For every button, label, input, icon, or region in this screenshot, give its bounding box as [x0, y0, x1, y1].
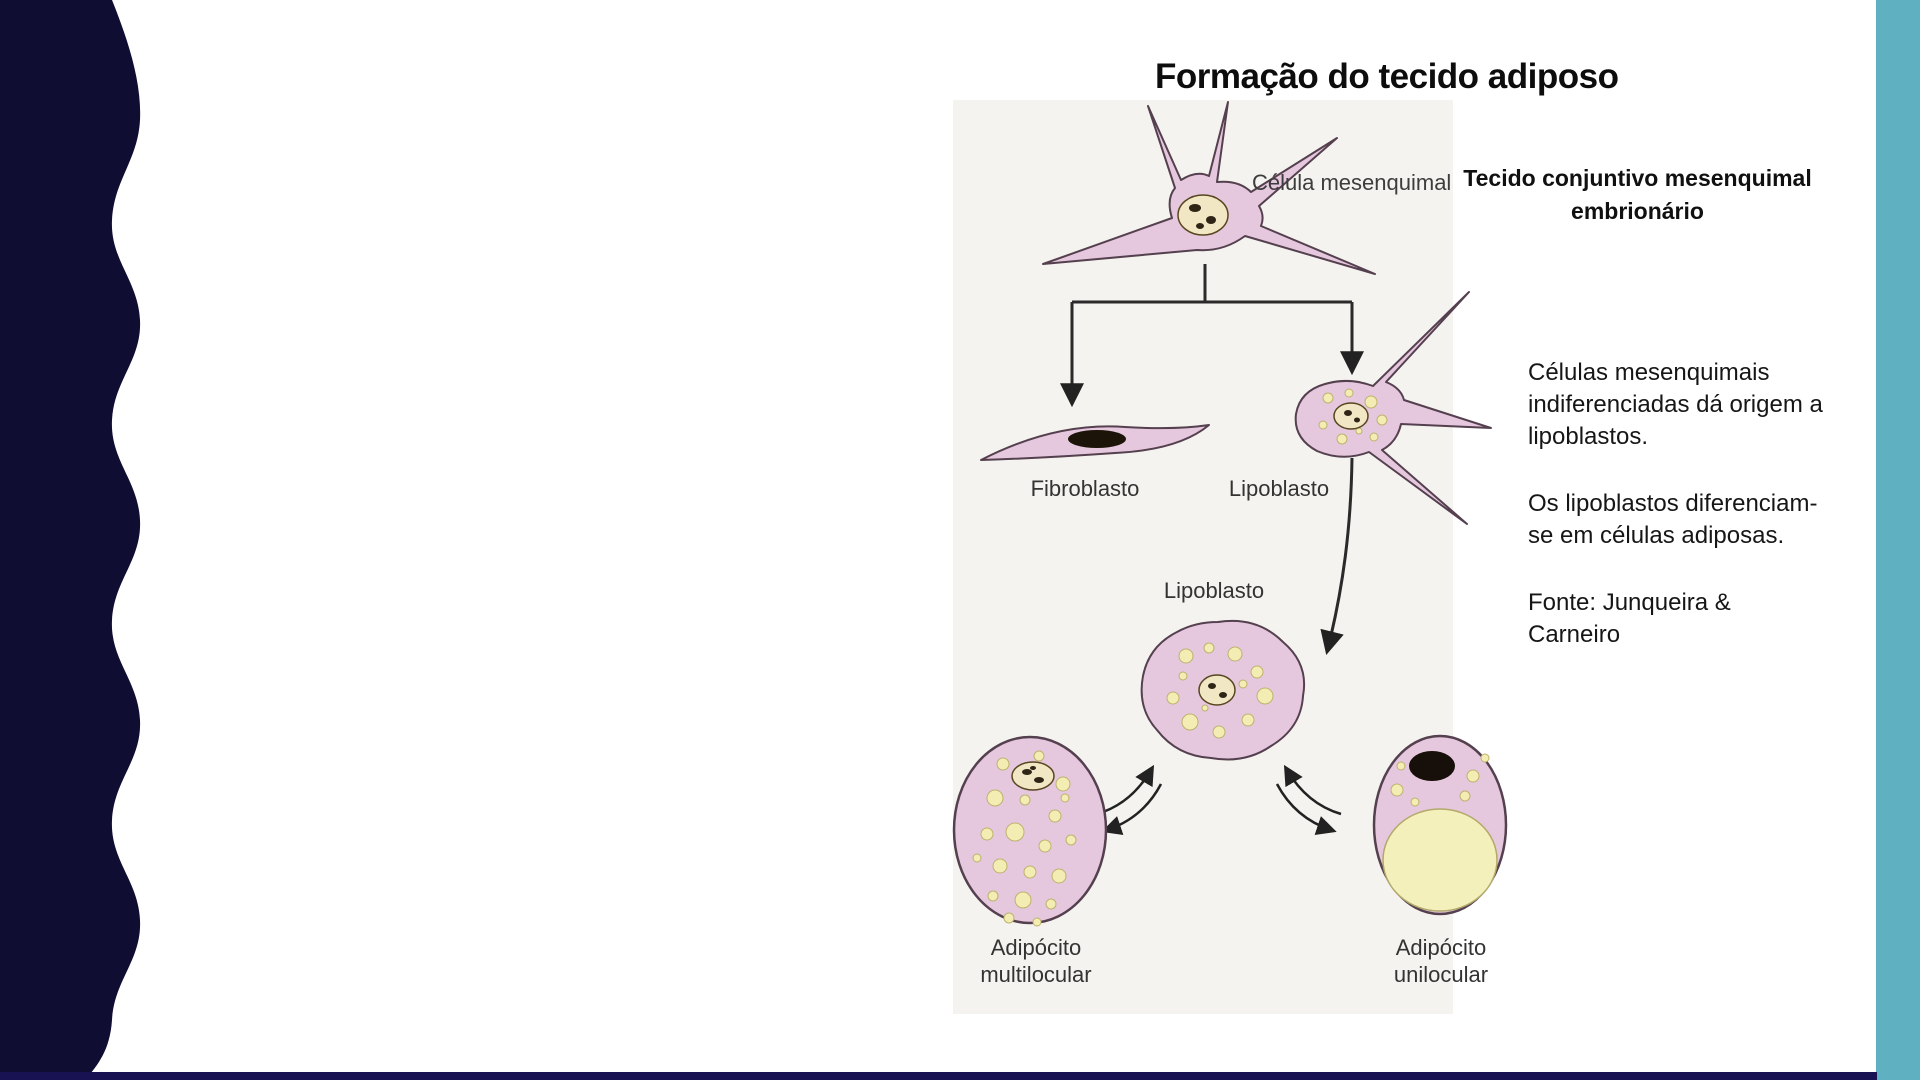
paragraph-lipoblast-differentiation: Os lipoblastos diferenciam-se em células… [1528, 490, 1818, 549]
tissue-heading-line1: Tecido conjuntivo mesenquimal [1463, 165, 1812, 191]
left-wave-path [0, 0, 141, 1080]
paragraph-mesenchymal-origin: Células mesenquimais indiferenciadas dá … [1528, 359, 1823, 450]
left-wave-shape [0, 0, 141, 1080]
tissue-heading: Tecido conjuntivo mesenquimal embrionári… [1440, 162, 1835, 228]
slide-title: Formação do tecido adiposo [1155, 57, 1619, 96]
unilocular-adipocyte-illustration [1372, 734, 1508, 916]
label-celula-mesenquimal: Célula mesenquimal [1252, 170, 1452, 195]
label-lipoblasto-center: Lipoblasto [1163, 578, 1265, 603]
lineage-arrows [1060, 264, 1364, 655]
label-adipocito-unilocular-line2: unilocular [1393, 962, 1489, 987]
label-fibroblasto: Fibroblasto [1030, 476, 1140, 501]
lipoblast-center-illustration [1140, 619, 1305, 761]
tissue-heading-line2: embrionário [1571, 198, 1704, 224]
bottom-accent-bar [0, 1072, 1877, 1080]
right-accent-bar [1876, 0, 1920, 1080]
label-adipocito-multilocular: Adipócito multilocular [951, 934, 1121, 988]
multilocular-adipocyte-illustration [952, 735, 1108, 927]
label-adipocito-multilocular-line1: Adipócito [990, 935, 1082, 960]
lipoblast-branch-illustration [1294, 291, 1492, 525]
label-adipocito-unilocular: Adipócito unilocular [1356, 934, 1526, 988]
label-adipocito-unilocular-line1: Adipócito [1395, 935, 1487, 960]
mesenchymal-cell-illustration [1042, 101, 1376, 275]
label-adipocito-multilocular-line2: multilocular [980, 962, 1092, 987]
label-lipoblasto-branch: Lipoblasto [1228, 476, 1330, 501]
side-text-block: Células mesenquimais indiferenciadas dá … [1528, 357, 1828, 686]
paragraph-source-credit: Fonte: Junqueira & Carneiro [1528, 589, 1731, 648]
fibroblast-illustration [980, 424, 1210, 461]
adipose-formation-diagram [952, 100, 1508, 1014]
